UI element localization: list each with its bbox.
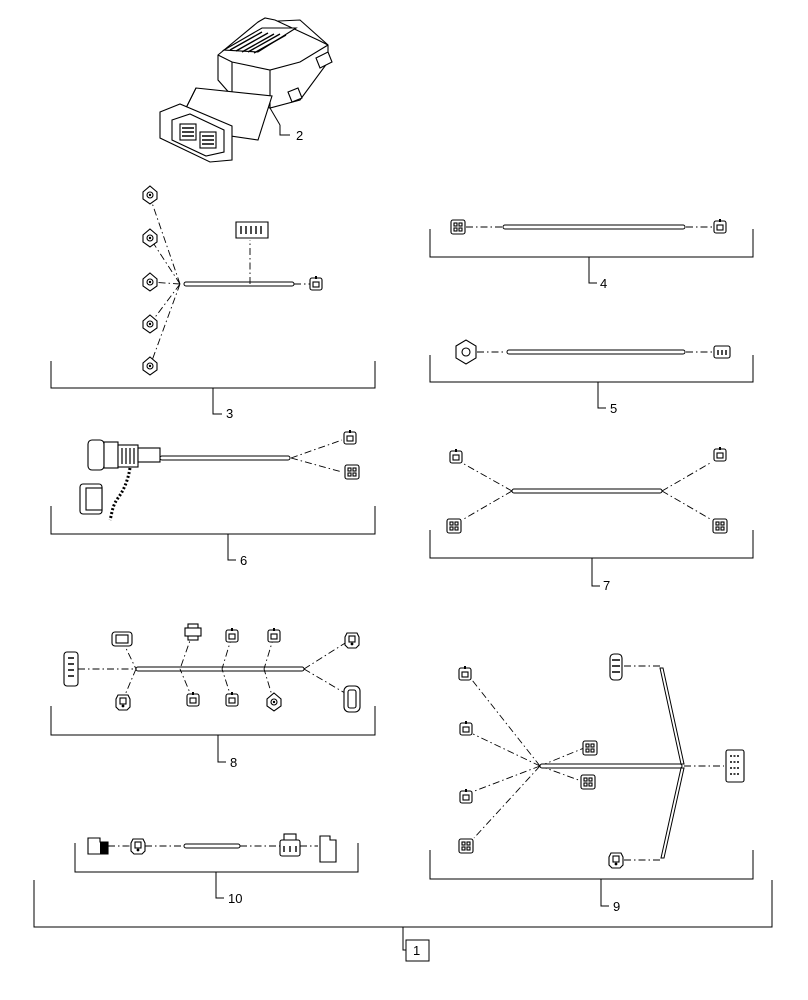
callout-6: 6: [240, 553, 247, 568]
harness-5: [429, 339, 754, 409]
ecu-module-icon: [159, 17, 333, 163]
callout-2: 2: [296, 128, 303, 143]
harness-9: [429, 653, 754, 907]
callout-5: 5: [610, 401, 617, 416]
callout-7: 7: [603, 578, 610, 593]
overall-bracket: [33, 880, 773, 962]
harness-3: [50, 185, 376, 415]
harness-10: [74, 833, 359, 899]
callout-3: 3: [226, 406, 233, 421]
harness-6: [50, 429, 376, 561]
callout-8: 8: [230, 755, 237, 770]
harness-8: [50, 623, 376, 763]
harness-4: [429, 218, 754, 284]
callout-9: 9: [613, 899, 620, 914]
callout-1: 1: [413, 943, 420, 958]
callout-4: 4: [600, 276, 607, 291]
callout-10: 10: [228, 891, 242, 906]
harness-7: [429, 446, 754, 587]
